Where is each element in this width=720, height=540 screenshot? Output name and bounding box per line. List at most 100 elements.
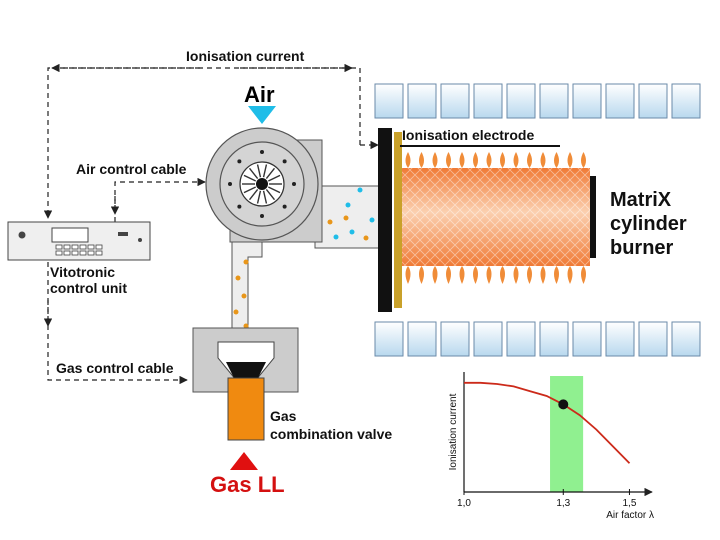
label-vitotronic-line1: Vitotronic	[50, 264, 115, 280]
label-ionisation-current: Ionisation current	[186, 48, 305, 64]
tube	[473, 321, 503, 357]
flames-top	[405, 152, 586, 168]
ionisation-current-line	[43, 63, 379, 219]
control-button	[79, 250, 87, 256]
fan-blade	[262, 164, 268, 178]
fan-hole	[282, 204, 287, 209]
fan-blade	[262, 190, 268, 204]
particle	[363, 235, 369, 241]
label-gas-ll: Gas LL	[210, 472, 285, 497]
fan-blade	[248, 167, 259, 179]
gas-combination-valve	[192, 327, 299, 441]
air-inlet-arrow	[248, 106, 276, 124]
fan-hole	[228, 182, 232, 186]
tube	[638, 321, 668, 357]
fan-blade	[256, 190, 262, 204]
control-button	[55, 250, 63, 256]
flame	[473, 266, 478, 284]
fan-blade	[268, 174, 281, 182]
label-air: Air	[244, 82, 275, 107]
gas-control-cable-line	[43, 262, 188, 385]
particle	[243, 323, 249, 329]
fan-hole	[292, 182, 296, 186]
chart-x-tick-label: 1,0	[457, 498, 471, 509]
control-button	[95, 250, 103, 256]
control-button	[63, 250, 71, 256]
particle	[243, 259, 249, 265]
particle	[343, 215, 349, 221]
particle	[357, 187, 363, 193]
heat-exchanger-tubes-bottom	[374, 321, 701, 357]
flame	[500, 152, 505, 168]
flame	[473, 152, 478, 168]
flame	[581, 266, 586, 284]
fan-hole	[237, 204, 242, 209]
tube	[473, 83, 503, 119]
control-button	[55, 244, 63, 250]
flame	[567, 266, 573, 284]
chart-x-ticks: 1,0 1,3 1,5	[457, 489, 637, 509]
label-burner-line3: burner	[610, 237, 674, 259]
flame	[405, 266, 411, 284]
label-vitotronic-line2: control unit	[50, 280, 127, 296]
control-button	[71, 250, 79, 256]
fan-blade	[265, 167, 276, 179]
gas-pipe	[231, 239, 263, 331]
flame	[554, 266, 559, 284]
fan-hole	[282, 159, 287, 164]
label-gas-valve-line2: combination valve	[270, 426, 392, 442]
flame	[486, 152, 492, 168]
flame	[486, 266, 492, 284]
control-button	[87, 244, 95, 250]
flame	[405, 152, 411, 168]
particle	[345, 202, 351, 208]
chart-operating-point	[558, 399, 569, 410]
chart-x-tick-label: 1,5	[623, 498, 637, 509]
vitotronic-control-unit	[7, 221, 151, 261]
flame	[527, 152, 532, 168]
fan-blade	[256, 164, 262, 178]
chart-x-tick-label: 1,3	[556, 498, 570, 509]
tube	[638, 83, 668, 119]
control-unit-buttons	[55, 244, 103, 256]
gas-inlet-arrow	[230, 452, 258, 470]
chart-x-label: Air factor λ	[606, 510, 654, 521]
flame	[432, 266, 438, 284]
flame	[432, 152, 438, 168]
heat-exchanger-tubes-top	[374, 83, 701, 119]
flame	[540, 266, 546, 284]
flame	[459, 152, 465, 168]
control-button	[79, 244, 87, 250]
flame	[446, 266, 451, 284]
tube	[374, 321, 404, 357]
flame	[554, 152, 559, 168]
fan-impeller	[242, 164, 282, 204]
flame	[446, 152, 451, 168]
fan-hole	[260, 214, 264, 218]
flame	[419, 266, 424, 284]
tube	[506, 321, 536, 357]
tube	[374, 83, 404, 119]
tube	[671, 83, 701, 119]
flame	[527, 266, 532, 284]
fan-blade	[243, 186, 256, 194]
tube	[407, 83, 437, 119]
flame	[540, 152, 546, 168]
tube	[539, 83, 569, 119]
label-gas-control-cable: Gas control cable	[56, 360, 174, 376]
tube	[440, 83, 470, 119]
burner-assembly	[378, 128, 596, 312]
particle	[241, 293, 247, 299]
fan-hole	[260, 150, 264, 154]
air-control-cable-line	[110, 177, 206, 222]
flame	[567, 152, 573, 168]
fan-blade	[268, 186, 281, 194]
control-button	[71, 244, 79, 250]
particle	[235, 275, 241, 281]
tube	[407, 321, 437, 357]
tube	[572, 83, 602, 119]
flame	[419, 152, 424, 168]
tube	[671, 321, 701, 357]
